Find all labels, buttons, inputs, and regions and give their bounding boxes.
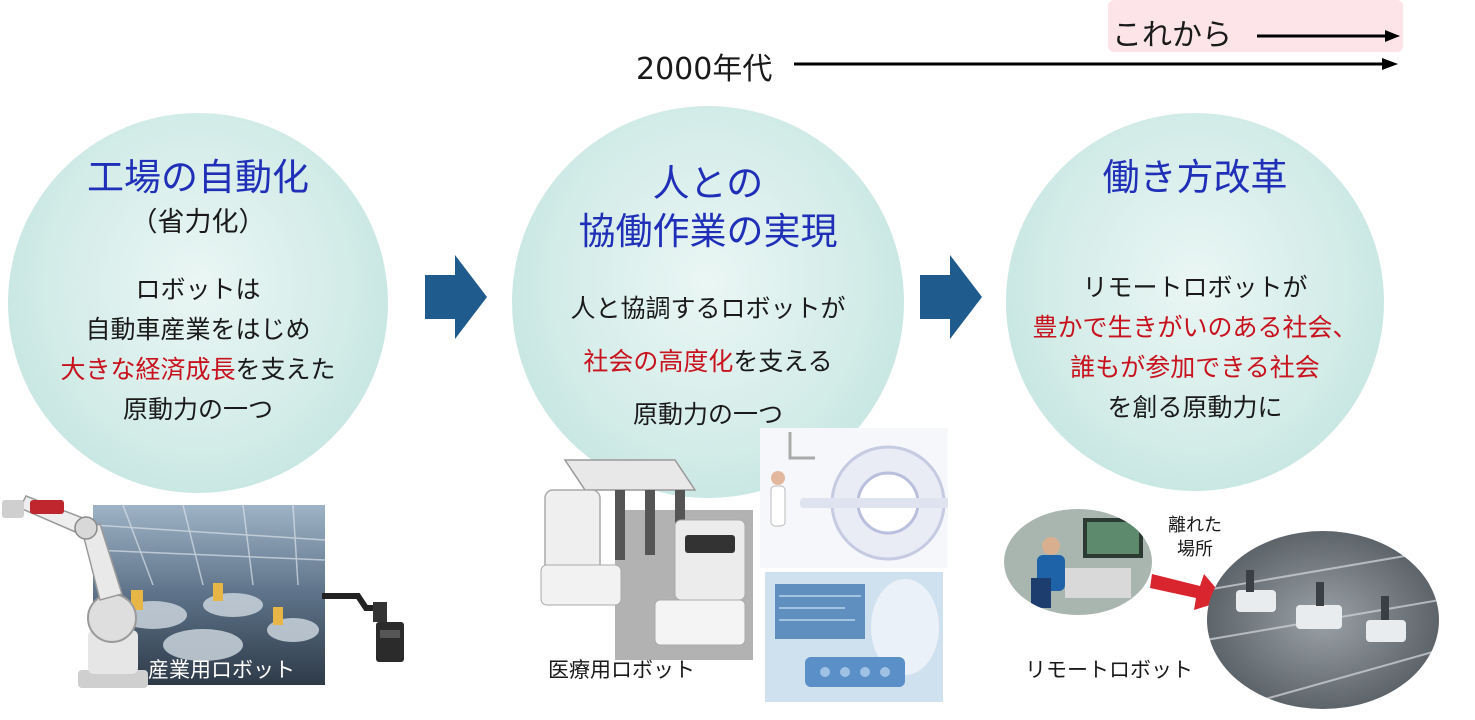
future-period-label: これから <box>1112 10 1232 54</box>
small-robot-arm-image <box>318 588 408 666</box>
highlight-text: 豊かで生きがいのある社会、 <box>1032 313 1357 342</box>
stage-1-line: ロボットは <box>8 270 388 310</box>
stage-2-line: 人と協調するロボットが <box>512 282 904 335</box>
stage-1-subtitle: （省力化） <box>8 205 388 241</box>
stage-3-line: リモートロボットが <box>1006 268 1384 308</box>
transition-arrow-2 <box>920 255 982 339</box>
industrial-robot-caption: 産業用ロボット <box>148 654 295 684</box>
transition-arrow-1 <box>425 255 487 339</box>
stage-2-title: 人との 協働作業の実現 <box>512 160 904 256</box>
highlight-text: 誰もが参加できる社会 <box>1070 353 1320 382</box>
medical-scanner-image <box>760 428 948 568</box>
surgical-robot-photo <box>525 450 753 660</box>
stage-3-line: 誰もが参加できる社会 <box>1006 348 1384 388</box>
medical-robot-caption: 医療用ロボット <box>548 654 695 684</box>
medical-scanner-photo <box>760 428 948 568</box>
remote-factory-image <box>1206 530 1440 710</box>
stage-2-title-line: 協働作業の実現 <box>512 208 904 256</box>
stage-2-line: 社会の高度化を支える <box>512 335 904 388</box>
industrial-robot-arm-image <box>0 490 170 695</box>
era-timeline-arrow <box>792 54 1402 74</box>
stage-2-title-line: 人との <box>512 160 904 208</box>
stage-3-body: リモートロボットが 豊かで生きがいのある社会、 誰もが参加できる社会 を創る原動… <box>1006 268 1384 428</box>
stage-3-line: 豊かで生きがいのある社会、 <box>1006 308 1384 348</box>
stage-1-line: 原動力の一つ <box>8 390 388 430</box>
era-label: 2000年代 <box>636 44 772 88</box>
lab-research-image <box>765 572 943 702</box>
future-timeline-arrow <box>1255 26 1405 46</box>
stage-1-body: ロボットは 自動車産業をはじめ 大きな経済成長を支えた 原動力の一つ <box>8 270 388 430</box>
remote-robot-caption: リモートロボット <box>1025 654 1193 684</box>
lab-research-photo <box>765 572 943 702</box>
stage-1-line: 大きな経済成長を支えた <box>8 350 388 390</box>
remote-operator-image <box>1003 508 1153 616</box>
stage-3-line: を創る原動力に <box>1006 388 1384 428</box>
surgical-robot-image <box>525 450 753 660</box>
stage-2-body: 人と協調するロボットが 社会の高度化を支える 原動力の一つ <box>512 282 904 441</box>
highlight-text: 社会の高度化 <box>583 347 733 376</box>
stage-1-line: 自動車産業をはじめ <box>8 310 388 350</box>
stage-3-title: 働き方改革 <box>1006 154 1384 202</box>
stage-1-title: 工場の自動化 <box>8 154 388 202</box>
highlight-text: 大きな経済成長 <box>60 355 235 384</box>
